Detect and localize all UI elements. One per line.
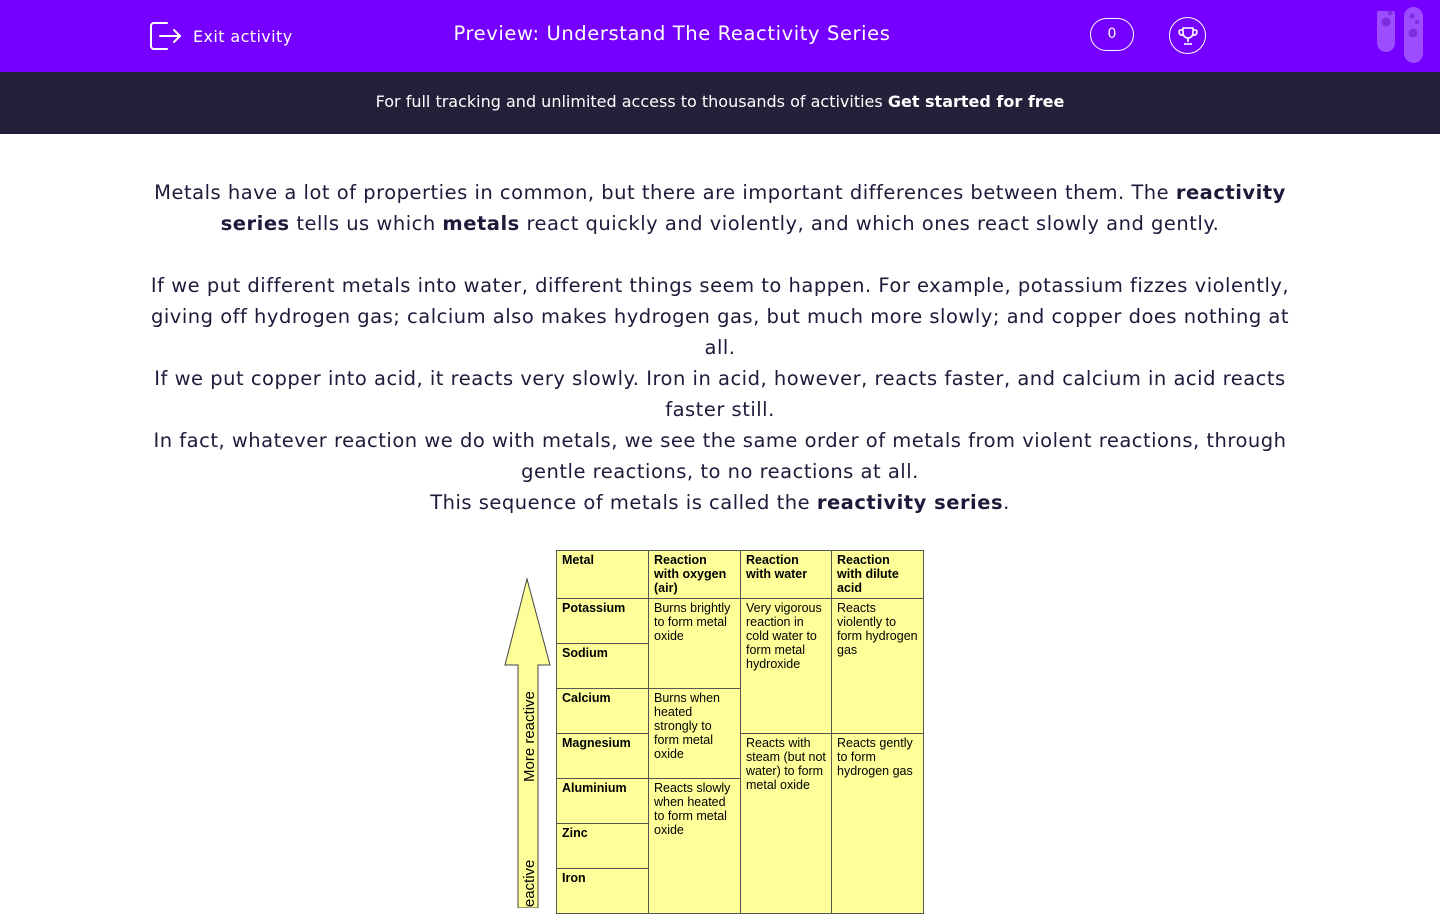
reactivity-table: Metal Reaction with oxygen (air) Reactio…: [556, 550, 924, 914]
promo-text: For full tracking and unlimited access t…: [375, 92, 888, 111]
score-counter[interactable]: 0: [1090, 18, 1134, 51]
water-cell: Reacts with steam (but not water) to for…: [740, 733, 832, 914]
metal-cell: Potassium: [556, 598, 649, 644]
metal-cell: Magnesium: [556, 733, 649, 779]
reactivity-arrow: More reactive Less reactive: [504, 577, 551, 908]
metal-cell: Sodium: [556, 643, 649, 689]
promo-banner: For full tracking and unlimited access t…: [0, 72, 1440, 134]
header-cell: Reaction with dilute acid: [831, 550, 924, 599]
acid-cell: Reacts gently to form hydrogen gas: [831, 733, 924, 914]
top-bar: Exit activity Preview: Understand The Re…: [0, 0, 1440, 72]
more-reactive-label: More reactive: [521, 691, 538, 782]
table-row: Sodium: [556, 643, 924, 689]
bold-term: reactivity series: [220, 181, 1286, 235]
header-cell: Reaction with water: [740, 550, 832, 599]
bold-term: metals: [442, 212, 520, 235]
table-row: Magnesium Reacts with steam (but not wat…: [556, 733, 924, 914]
intro-paragraph-5: This sequence of metals is called the re…: [140, 487, 1300, 518]
oxygen-cell: Burns when heated strongly to form metal…: [648, 688, 741, 779]
text-span: Metals have a lot of properties in commo…: [154, 181, 1176, 204]
text-span: This sequence of metals is called the: [430, 491, 817, 514]
page-title: Preview: Understand The Reactivity Serie…: [453, 22, 891, 45]
intro-paragraph-2: If we put different metals into water, d…: [150, 274, 1290, 359]
table-header-row: Metal Reaction with oxygen (air) Reactio…: [556, 550, 924, 599]
header-cell: Reaction with oxygen (air): [648, 550, 741, 599]
water-cell: Very vigorous reaction in cold water to …: [740, 598, 832, 734]
exit-activity-button[interactable]: Exit activity: [149, 21, 293, 51]
text-span: react quickly and violently, and which o…: [519, 212, 1220, 235]
table-row: Zinc: [556, 823, 924, 869]
table-row: Aluminium Reacts slowly when heated to f…: [556, 778, 924, 914]
metal-cell: Aluminium: [556, 778, 649, 824]
exit-icon: [149, 21, 182, 51]
reactivity-series-figure: More reactive Less reactive Metal Reacti…: [500, 548, 930, 914]
metal-cell: Zinc: [556, 823, 649, 869]
intro-paragraph-4: In fact, whatever reaction we do with me…: [153, 429, 1287, 483]
intro-paragraph-1: Metals have a lot of properties in commo…: [140, 177, 1300, 239]
exit-label: Exit activity: [193, 26, 293, 46]
text-span: tells us which: [289, 212, 443, 235]
test-tubes-logo: [1377, 5, 1423, 63]
bold-term: reactivity series: [816, 491, 1004, 514]
table-row: Potassium Burns brightly to form metal o…: [556, 598, 924, 734]
metal-cell: Iron: [556, 868, 649, 914]
intro-text: Metals have a lot of properties in commo…: [140, 177, 1300, 518]
oxygen-cell: Reacts slowly when heated to form metal …: [648, 778, 741, 914]
trophy-icon: [1177, 26, 1198, 45]
acid-cell: Reacts violently to form hydrogen gas: [831, 598, 924, 734]
get-started-link[interactable]: Get started for free: [887, 92, 1065, 111]
trophy-button[interactable]: [1169, 17, 1206, 54]
text-span: .: [1003, 491, 1010, 514]
intro-paragraph-3: If we put copper into acid, it reacts ve…: [154, 367, 1286, 421]
less-reactive-label: Less reactive: [521, 860, 538, 908]
oxygen-cell: Burns brightly to form metal oxide: [648, 598, 741, 689]
metal-cell: Calcium: [556, 688, 649, 734]
header-cell: Metal: [556, 550, 649, 599]
